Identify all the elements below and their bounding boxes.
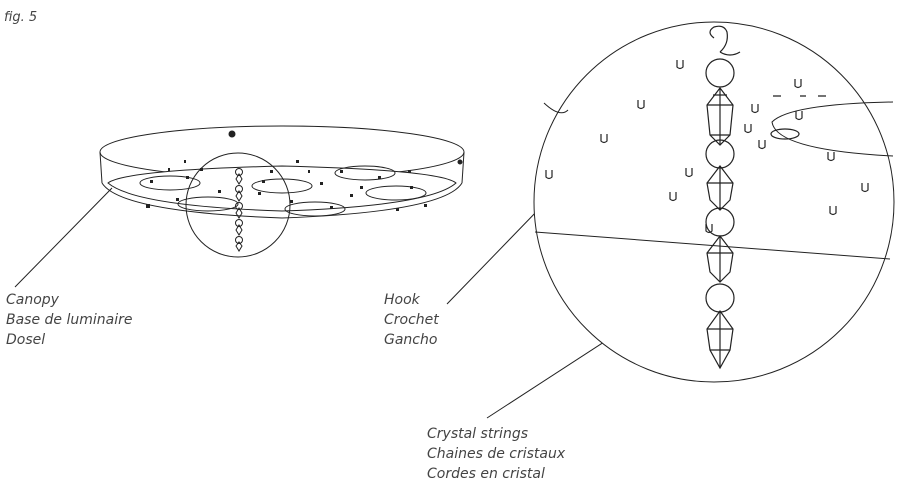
crystal-label-fr: Chaines de cristaux	[427, 446, 566, 462]
canopy-hook-dots	[146, 160, 427, 211]
hook-label: Hook Crochet Gancho	[384, 290, 439, 350]
hook-label-es: Gancho	[384, 332, 438, 348]
crystal-label: Crystal strings Chaines de cristaux Cord…	[427, 424, 565, 484]
detail-hooks	[545, 60, 869, 234]
crystal-string	[705, 25, 741, 370]
canopy-label-es: Dosel	[6, 332, 46, 348]
crystal-label-en: Crystal strings	[427, 426, 529, 442]
canopy-leader-line	[14, 187, 113, 288]
hook-label-en: Hook	[384, 292, 420, 308]
canopy-mini-chain	[235, 168, 243, 252]
canopy-drawing	[99, 125, 465, 258]
figure-label: fig. 5	[4, 10, 38, 25]
detail-magnified-view	[533, 21, 895, 383]
hook-label-fr: Crochet	[384, 312, 439, 328]
canopy-label: Canopy Base de luminaire Dosel	[6, 290, 133, 350]
canopy-label-fr: Base de luminaire	[6, 312, 133, 328]
canopy-label-en: Canopy	[6, 292, 59, 308]
crystal-label-es: Cordes en cristal	[427, 466, 545, 482]
